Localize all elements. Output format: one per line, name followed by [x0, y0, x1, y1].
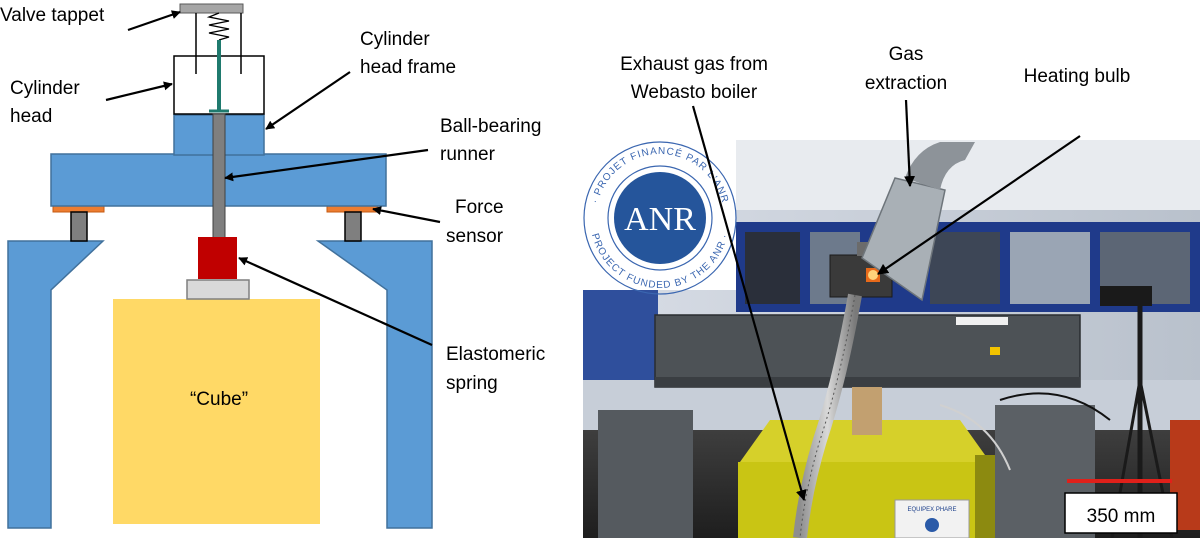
label-exhaust-gas-2: Webasto boiler	[631, 82, 758, 103]
yellow-cube-side	[975, 455, 995, 538]
arrow-elastomeric-spring	[238, 256, 433, 347]
right-force-sensor	[344, 211, 362, 242]
label-elastomeric-2: spring	[446, 373, 498, 394]
label-cylinder-head-2: head	[10, 106, 52, 127]
window-pane-1	[745, 232, 800, 304]
arrow-gas-extraction	[904, 99, 916, 188]
label-elastomeric-1: Elastomeric	[446, 344, 545, 365]
valve-spring	[206, 12, 230, 41]
label-exhaust-gas-1: Exhaust gas from	[620, 54, 768, 75]
window-pane-3	[930, 232, 1000, 304]
steel-beam	[654, 314, 1081, 388]
arrow-exhaust-gas	[691, 105, 807, 502]
arrow-force-sensor	[372, 206, 441, 224]
arrow-valve-tappet	[127, 10, 181, 32]
yellow-cube-top	[740, 420, 990, 462]
scale-bar-box	[1064, 492, 1178, 534]
ball-bearing-runner	[212, 113, 226, 239]
test-rig-schematic: “Cube” Valve	[0, 3, 545, 529]
label-valve-tappet: Valve tappet	[0, 5, 105, 26]
heating-bulb-glow	[868, 270, 878, 280]
label-ball-bearing-1: Ball-bearing	[440, 116, 541, 137]
label-cylinder-head-1: Cylinder	[10, 78, 80, 99]
spring-base-plate	[186, 279, 250, 300]
label-gas-extraction-2: extraction	[865, 73, 947, 94]
load-column	[852, 387, 882, 435]
right-force-sensor-plate	[326, 205, 379, 213]
label-heating-bulb: Heating bulb	[1024, 66, 1131, 87]
cube	[113, 299, 320, 524]
equipex-sign-text: EQUIPEX PHARE	[907, 507, 956, 513]
arrow-cylinder-head-frame	[265, 71, 351, 130]
gas-extraction-duct	[905, 142, 975, 190]
anr-logo-outer-ring	[583, 141, 737, 295]
cable-1	[999, 392, 1111, 421]
cube-label: “Cube”	[190, 389, 248, 410]
label-force-sensor-1: Force	[455, 197, 504, 218]
anr-logo: ANR · PROJET FINANCÉ PAR L'ANR PROJECT F…	[583, 140, 737, 295]
anr-logo-inner-ring	[607, 165, 713, 271]
camera-body	[1100, 286, 1152, 306]
exhaust-hose-shadow	[799, 294, 856, 538]
elastomeric-spring	[198, 237, 237, 279]
equipex-sign-icon	[925, 518, 939, 532]
left-force-sensor-plate	[52, 205, 105, 213]
arrow-cylinder-head	[105, 81, 173, 102]
label-cylinder-head-frame-2: head frame	[360, 57, 456, 78]
left-support-leg	[7, 240, 105, 529]
left-force-sensor	[70, 211, 88, 242]
arrow-heating-bulb	[877, 135, 1081, 275]
test-rig-photo: EQUIPEX PHARE 350 mm	[583, 140, 1200, 538]
beam-warning-sticker	[990, 347, 1000, 355]
cable-2	[939, 404, 1011, 471]
label-force-sensor-2: sensor	[446, 226, 504, 247]
steel-beam-flange	[655, 377, 1080, 387]
valve-tappet-cap	[179, 3, 244, 14]
window-pane-4	[1010, 232, 1090, 304]
label-cylinder-head-frame-1: Cylinder	[360, 29, 430, 50]
label-gas-extraction-1: Gas	[889, 44, 924, 65]
left-side-support	[598, 410, 693, 538]
right-support-leg	[315, 240, 433, 529]
beam-label-sticker	[956, 317, 1008, 325]
anr-logo-acronym: ANR	[624, 201, 696, 238]
label-ball-bearing-2: runner	[440, 144, 496, 165]
scale-bar-label: 350 mm	[1087, 506, 1156, 527]
arrow-ball-bearing-runner	[224, 148, 429, 182]
anr-logo-disc	[614, 172, 706, 264]
